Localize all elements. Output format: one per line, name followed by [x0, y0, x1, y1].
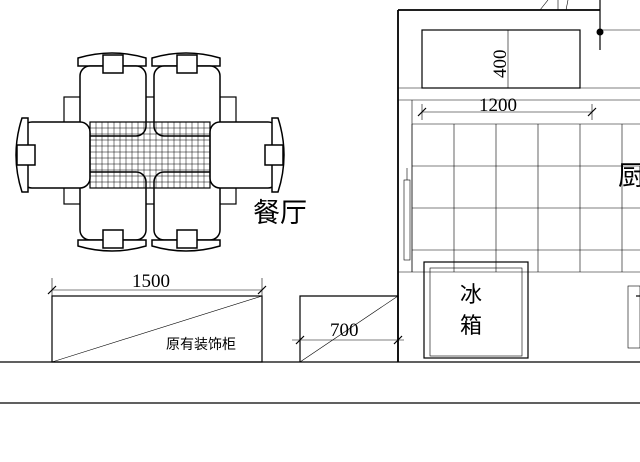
counter-depth-dimension: 400	[490, 50, 511, 79]
upper-fixtures	[539, 0, 640, 50]
kitchen-walls	[397, 9, 640, 362]
pipe-marker	[596, 28, 604, 36]
counter-width-dimension: 1200	[479, 95, 517, 116]
refrigerator	[423, 261, 529, 359]
dining-table-set	[15, 52, 285, 252]
kitchen-counter	[417, 29, 597, 120]
cabinet-label: 原有装饰柜	[166, 337, 236, 353]
original-cabinet	[47, 278, 267, 363]
chair-top-left	[77, 52, 147, 137]
kitchen-label: 厨	[618, 161, 640, 192]
right-wall-partial	[627, 285, 640, 349]
cabinet-dimension: 1500	[132, 271, 170, 292]
chair-bottom-left	[77, 171, 147, 252]
dining-room-label: 餐厅	[253, 198, 307, 229]
chair-right	[209, 117, 285, 193]
fridge-label-2: 箱	[460, 314, 482, 339]
kitchen-tile-grid	[411, 123, 640, 272]
chair-top-right	[151, 52, 221, 137]
kitchen-window	[403, 168, 411, 261]
table-grid	[89, 121, 211, 189]
step-dimension: 700	[330, 320, 359, 341]
chair-bottom-right	[151, 171, 221, 252]
chair-left	[15, 117, 91, 193]
fridge-label-1: 冰	[460, 283, 482, 308]
floor-lines	[0, 361, 640, 404]
